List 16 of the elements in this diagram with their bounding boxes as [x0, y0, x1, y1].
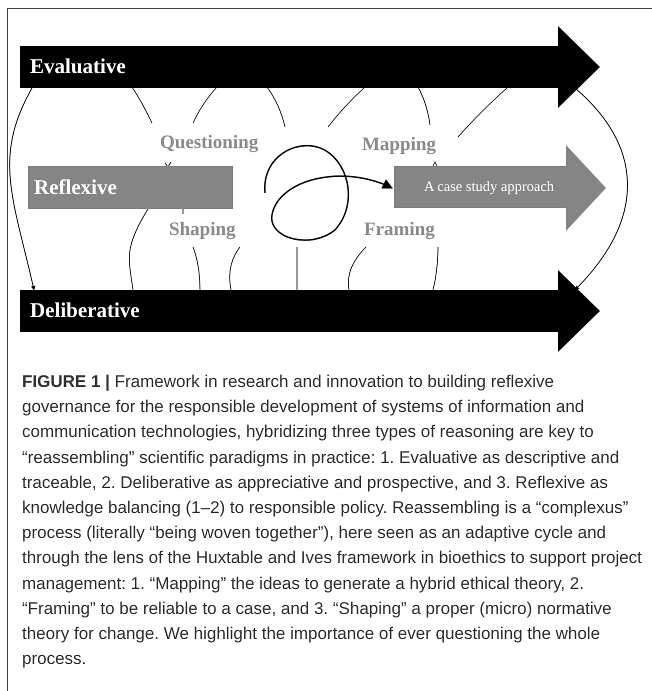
figure-caption: FIGURE 1 | Framework in research and innovation to building reflexive governance for the responsible development of systems of information and communication technologies, hybridizing three types of reasoning are key to “reassembling” scientific paradigms in practice: 1. Evaluative as descriptive and traceable, 2. Deliberative as appreciative and prospective, and 3. Reflexive as knowledge balancing (1–2) to responsible policy. Reassembling is a “complexus” process (literally “being woven together”), here seen as an adaptive cycle and through the lens of the Huxtable and Ives framework in bioethics to support project management: 1. “Mapping” the ideas to generate a hybrid ethical theory, 2. “Framing” to be reliable to a case, and 3. “Shaping” a proper (micro) normative theory for change. We highlight the importance of ever questioning the whole process. — [22, 371, 643, 670]
node-label: Reflexive — [34, 174, 117, 200]
curved-arrow — [264, 144, 393, 241]
node-label: Deliberative — [30, 298, 140, 324]
process-label: Questioning — [160, 132, 258, 154]
process-label: Framing — [364, 219, 435, 241]
arrow-shaped-panel — [20, 26, 600, 108]
curved-arrow — [574, 88, 628, 290]
curved-arrow — [9, 88, 36, 290]
node-label: Evaluative — [30, 54, 126, 80]
process-label: Shaping — [169, 219, 236, 241]
arrow-shaped-panel — [20, 270, 600, 352]
process-label: Mapping — [362, 134, 436, 156]
node-label: A case study approach — [424, 179, 554, 196]
curved-line — [128, 208, 148, 290]
process-box — [28, 166, 233, 209]
